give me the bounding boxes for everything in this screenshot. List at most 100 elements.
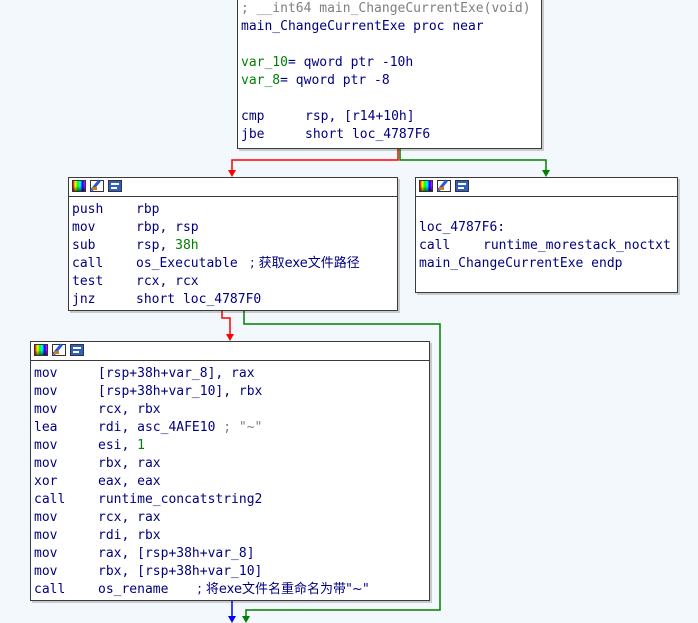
instruction-comment: ; "~" xyxy=(215,420,263,435)
instruction-mnemonic: mov xyxy=(34,528,58,543)
local-variable-decl: = qword ptr -10h xyxy=(287,55,414,70)
local-variable-name[interactable]: var_10 xyxy=(241,55,288,70)
code-line: mov rbp, rsp xyxy=(72,219,397,237)
color-palette-icon[interactable] xyxy=(34,344,48,356)
code-label[interactable]: main_ChangeCurrentExe endp xyxy=(419,256,623,271)
instruction-operands[interactable]: rsp, xyxy=(136,238,176,253)
graph-view-icon[interactable] xyxy=(70,344,84,356)
instruction-operands[interactable]: rdi, asc_4AFE10 xyxy=(98,420,216,435)
instruction-operands[interactable]: rbp xyxy=(136,202,160,217)
instruction-operands[interactable]: rbx, rax xyxy=(98,456,161,471)
instruction-operands[interactable]: rcx, rax xyxy=(98,510,161,525)
instruction-operands[interactable]: runtime_morestack_noctxt xyxy=(483,238,671,253)
instruction-mnemonic: mov xyxy=(34,510,58,525)
rename-icon[interactable] xyxy=(90,180,104,192)
instruction-mnemonic: xor xyxy=(34,474,58,489)
instruction-operands[interactable]: [rsp+38h+var_8], rax xyxy=(98,366,255,381)
edge-true-n0-n2 xyxy=(399,148,547,170)
code-line: sub rsp, 38h xyxy=(72,237,397,255)
instruction-operands[interactable]: runtime_concatstring2 xyxy=(98,492,263,507)
code-line: call runtime_concatstring2 xyxy=(34,491,429,509)
arrowhead-n0-n2 xyxy=(542,170,550,177)
code-line: loc_4787F6: xyxy=(419,219,677,237)
instruction-comment: ; 获取exe文件路径 xyxy=(237,256,360,271)
edge-true-n1-out xyxy=(243,310,441,616)
function-comment: ; __int64 main_ChangeCurrentExe(void) xyxy=(241,1,531,16)
instruction-comment: ; 将exe文件名重命名为带"~" xyxy=(168,582,369,597)
code-line: mov rdi, rbx xyxy=(34,527,429,545)
code-label[interactable]: main_ChangeCurrentExe proc near xyxy=(241,19,484,34)
node-code: mov [rsp+38h+var_8], rax mov [rsp+38h+var_1… xyxy=(31,361,429,599)
node-titlebar xyxy=(69,178,397,197)
instruction-mnemonic: jnz xyxy=(72,292,96,307)
instruction-operands[interactable]: [rsp+38h+var_10], rbx xyxy=(98,384,263,399)
instruction-operands[interactable]: short loc_4787F6 xyxy=(305,127,431,142)
instruction-operands[interactable]: rcx, rcx xyxy=(136,274,199,289)
code-line: cmp rsp, [r14+10h] xyxy=(241,108,541,126)
instruction-operands[interactable]: rax, [rsp+38h+var_8] xyxy=(98,546,255,561)
instruction-operands[interactable]: rbp, rsp xyxy=(136,220,199,235)
arrowhead-n3-out xyxy=(228,616,236,623)
code-line xyxy=(241,36,541,54)
instruction-mnemonic: push xyxy=(72,202,104,217)
instruction-mnemonic: mov xyxy=(34,366,58,381)
instruction-operands[interactable]: short loc_4787F0 xyxy=(136,292,262,307)
local-variable-name[interactable]: var_8 xyxy=(241,73,281,88)
code-line: mov rax, [rsp+38h+var_8] xyxy=(34,545,429,563)
instruction-mnemonic: sub xyxy=(72,238,96,253)
instruction-mnemonic: jbe xyxy=(241,127,265,142)
instruction-operands[interactable]: rdi, rbx xyxy=(98,528,161,543)
instruction-mnemonic: mov xyxy=(34,438,58,453)
instruction-mnemonic: call xyxy=(34,492,66,507)
graph-node-function-entry[interactable]: ; __int64 main_ChangeCurrentExe(void)mai… xyxy=(237,0,542,149)
instruction-mnemonic: call xyxy=(72,256,104,271)
rename-icon[interactable] xyxy=(52,344,66,356)
code-line: main_ChangeCurrentExe endp xyxy=(419,255,677,273)
instruction-mnemonic: mov xyxy=(34,384,58,399)
graph-view-icon[interactable] xyxy=(455,180,469,192)
code-line xyxy=(419,201,677,219)
immediate-value: 38h xyxy=(175,238,199,253)
instruction-operands[interactable]: eax, eax xyxy=(98,474,161,489)
code-line: mov rbx, rax xyxy=(34,455,429,473)
code-line: main_ChangeCurrentExe proc near xyxy=(241,18,541,36)
instruction-mnemonic: mov xyxy=(34,546,58,561)
code-line: push rbp xyxy=(72,201,397,219)
node-code: ; __int64 main_ChangeCurrentExe(void)mai… xyxy=(238,0,541,144)
code-line: jnz short loc_4787F0 xyxy=(72,291,397,309)
color-palette-icon[interactable] xyxy=(419,180,433,192)
local-variable-decl: = qword ptr -8 xyxy=(280,73,390,88)
immediate-value: 1 xyxy=(137,438,145,453)
code-line: ; __int64 main_ChangeCurrentExe(void) xyxy=(241,0,541,18)
code-line: call os_rename ; 将exe文件名重命名为带"~" xyxy=(34,581,429,599)
code-line: mov [rsp+38h+var_10], rbx xyxy=(34,383,429,401)
instruction-mnemonic: cmp xyxy=(241,109,265,124)
node-titlebar xyxy=(31,342,429,361)
instruction-operands[interactable]: os_Executable xyxy=(136,256,238,271)
instruction-operands[interactable]: rcx, rbx xyxy=(98,402,161,417)
color-palette-icon[interactable] xyxy=(72,180,86,192)
instruction-operands[interactable]: rbx, [rsp+38h+var_10] xyxy=(98,564,263,579)
code-line xyxy=(241,90,541,108)
instruction-operands[interactable]: rsp, [r14+10h] xyxy=(305,109,415,124)
instruction-mnemonic: mov xyxy=(34,456,58,471)
instruction-mnemonic: mov xyxy=(72,220,96,235)
instruction-operands[interactable]: esi, xyxy=(98,438,138,453)
code-label[interactable]: loc_4787F6: xyxy=(419,220,506,235)
instruction-operands[interactable]: os_rename xyxy=(98,582,169,597)
code-line: xor eax, eax xyxy=(34,473,429,491)
edge-false-n0-n1 xyxy=(231,148,399,170)
graph-node-block-1[interactable]: push rbp mov rbp, rsp sub rsp, 38h call os_Exec… xyxy=(68,177,398,311)
instruction-mnemonic: call xyxy=(34,582,66,597)
code-line: mov esi, 1 xyxy=(34,437,429,455)
graph-node-block-3[interactable]: mov [rsp+38h+var_8], rax mov [rsp+38h+var_1… xyxy=(30,341,430,601)
graph-view-icon[interactable] xyxy=(108,180,122,192)
code-line: mov [rsp+38h+var_8], rax xyxy=(34,365,429,383)
rename-icon[interactable] xyxy=(437,180,451,192)
